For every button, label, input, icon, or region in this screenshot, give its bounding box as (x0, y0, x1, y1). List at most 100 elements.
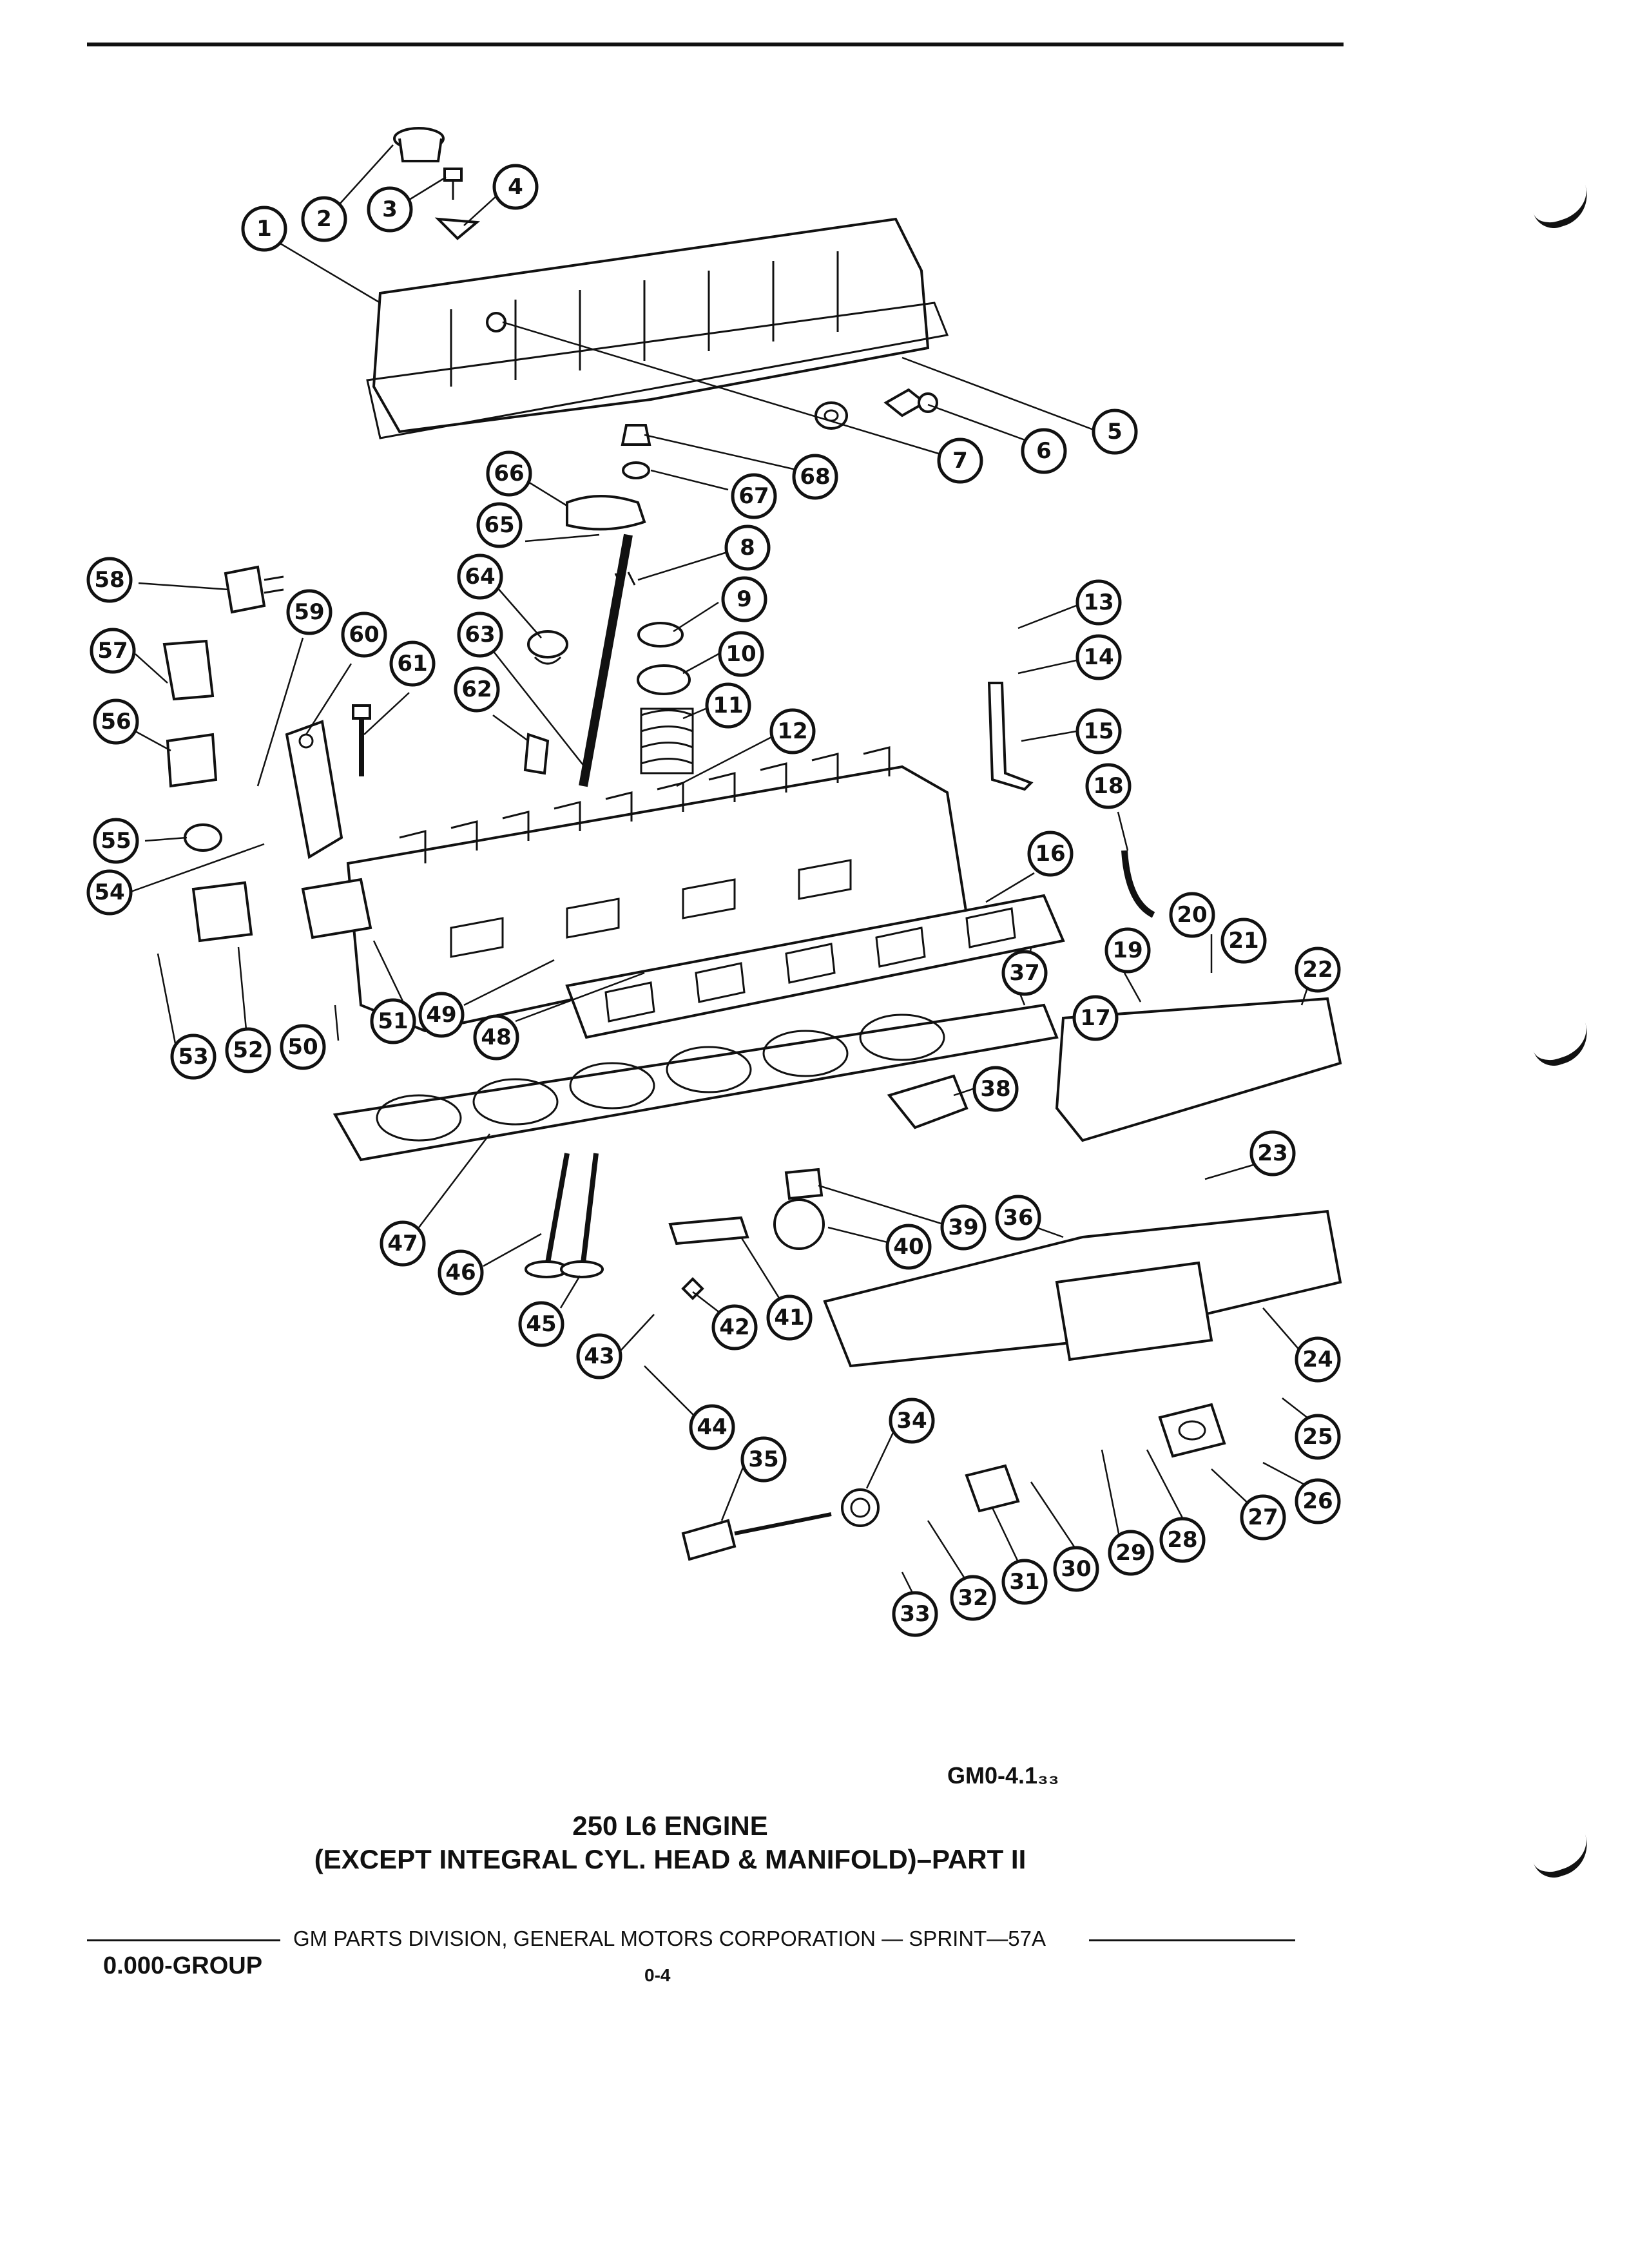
temp-sender (523, 733, 550, 775)
svg-text:26: 26 (1302, 1488, 1333, 1514)
svg-text:43: 43 (584, 1343, 614, 1369)
callout-65: 65 (476, 502, 523, 548)
footer-text: GM PARTS DIVISION, GENERAL MOTORS CORPOR… (293, 1927, 1046, 1950)
svg-text:14: 14 (1083, 644, 1113, 670)
svg-text:19: 19 (1112, 937, 1142, 963)
callout-32: 32 (950, 1575, 996, 1621)
callout-29: 29 (1108, 1530, 1154, 1576)
callout-57: 57 (90, 628, 136, 674)
svg-text:38: 38 (980, 1076, 1010, 1102)
svg-text:28: 28 (1167, 1527, 1197, 1553)
callout-12: 12 (769, 708, 816, 754)
svg-text:22: 22 (1302, 957, 1333, 983)
callout-24: 24 (1295, 1336, 1341, 1383)
svg-text:46: 46 (445, 1260, 476, 1285)
svg-text:64: 64 (465, 564, 495, 590)
figure-code: GM0-4.1₃₃ (947, 1762, 1059, 1789)
valve-keepers-and-spring (614, 572, 694, 774)
page-number: 0-4 (644, 1965, 671, 1985)
svg-text:34: 34 (896, 1408, 927, 1434)
spring-and-shield (841, 1464, 1020, 1527)
rocker-nut (621, 424, 651, 479)
callout-28: 28 (1159, 1517, 1206, 1563)
callout-4: 4 (492, 164, 539, 210)
svg-text:7: 7 (952, 448, 968, 474)
svg-text:31: 31 (1009, 1569, 1039, 1595)
callout-26: 26 (1295, 1478, 1341, 1524)
svg-text:45: 45 (526, 1311, 556, 1337)
svg-text:24: 24 (1302, 1347, 1333, 1372)
callout-27: 27 (1240, 1494, 1286, 1541)
svg-text:59: 59 (294, 599, 324, 625)
water-outlet-and-thermostat (162, 639, 253, 943)
svg-text:42: 42 (719, 1314, 749, 1340)
callout-21: 21 (1220, 918, 1267, 964)
callout-11: 11 (705, 682, 751, 729)
callout-40: 40 (885, 1224, 932, 1270)
callout-42: 42 (711, 1304, 758, 1350)
callout-35: 35 (740, 1436, 787, 1483)
svg-text:63: 63 (465, 622, 495, 648)
svg-text:23: 23 (1257, 1140, 1287, 1166)
exhaust-manifold-upper (887, 997, 1342, 1142)
callout-13: 13 (1075, 579, 1122, 626)
callout-38: 38 (972, 1066, 1019, 1112)
valves (525, 1153, 604, 1278)
callout-56: 56 (93, 698, 139, 745)
svg-text:60: 60 (349, 622, 379, 648)
callout-53: 53 (170, 1033, 217, 1080)
figure-title-line1: 250 L6 ENGINE (572, 1811, 768, 1841)
callout-36: 36 (995, 1195, 1041, 1241)
callout-3: 3 (367, 186, 413, 233)
callout-61: 61 (389, 640, 436, 687)
svg-text:8: 8 (740, 535, 755, 561)
rocker-arm (566, 495, 646, 531)
svg-text:32: 32 (958, 1585, 988, 1611)
svg-text:30: 30 (1061, 1556, 1091, 1582)
heat-valve-parts (668, 1168, 825, 1300)
callout-67: 67 (731, 473, 777, 519)
exhaust-manifold-lower (823, 1209, 1342, 1368)
callout-52: 52 (225, 1027, 271, 1073)
svg-text:35: 35 (748, 1446, 778, 1472)
callout-17: 17 (1072, 995, 1119, 1041)
svg-text:50: 50 (287, 1034, 318, 1060)
callout-9: 9 (721, 576, 767, 622)
svg-text:61: 61 (397, 651, 427, 677)
svg-text:66: 66 (494, 461, 524, 486)
callout-8: 8 (724, 524, 771, 571)
pushrod (579, 533, 633, 787)
footer-rule-right (1089, 1939, 1295, 1941)
svg-text:51: 51 (378, 1008, 408, 1034)
svg-text:25: 25 (1302, 1424, 1333, 1450)
callout-7: 7 (937, 437, 983, 484)
callout-64: 64 (457, 553, 503, 600)
callout-5: 5 (1092, 408, 1138, 455)
callout-68: 68 (792, 454, 838, 500)
svg-text:52: 52 (233, 1037, 263, 1063)
callout-54: 54 (86, 869, 133, 916)
callout-48: 48 (473, 1014, 519, 1061)
svg-text:49: 49 (426, 1002, 456, 1028)
svg-text:18: 18 (1093, 773, 1123, 799)
svg-text:9: 9 (737, 586, 752, 612)
callout-20: 20 (1169, 892, 1215, 938)
callout-34: 34 (889, 1398, 935, 1444)
callout-30: 30 (1053, 1546, 1099, 1592)
callout-44: 44 (689, 1404, 735, 1450)
callout-16: 16 (1027, 831, 1074, 877)
callout-46: 46 (438, 1249, 484, 1296)
callout-14: 14 (1075, 634, 1122, 680)
callout-55: 55 (93, 818, 139, 864)
wire-clip (883, 388, 938, 418)
figure-title-line2: (EXCEPT INTEGRAL CYL. HEAD & MANIFOLD)–P… (314, 1844, 1027, 1874)
svg-text:53: 53 (178, 1044, 208, 1070)
svg-text:21: 21 (1228, 928, 1258, 954)
vacuum-fitting (224, 565, 284, 614)
svg-text:54: 54 (94, 879, 124, 905)
callout-6: 6 (1021, 428, 1067, 474)
head-gasket (333, 1003, 1059, 1162)
top-rule (87, 43, 1344, 46)
callout-22: 22 (1295, 947, 1341, 993)
svg-text:17: 17 (1080, 1005, 1110, 1031)
